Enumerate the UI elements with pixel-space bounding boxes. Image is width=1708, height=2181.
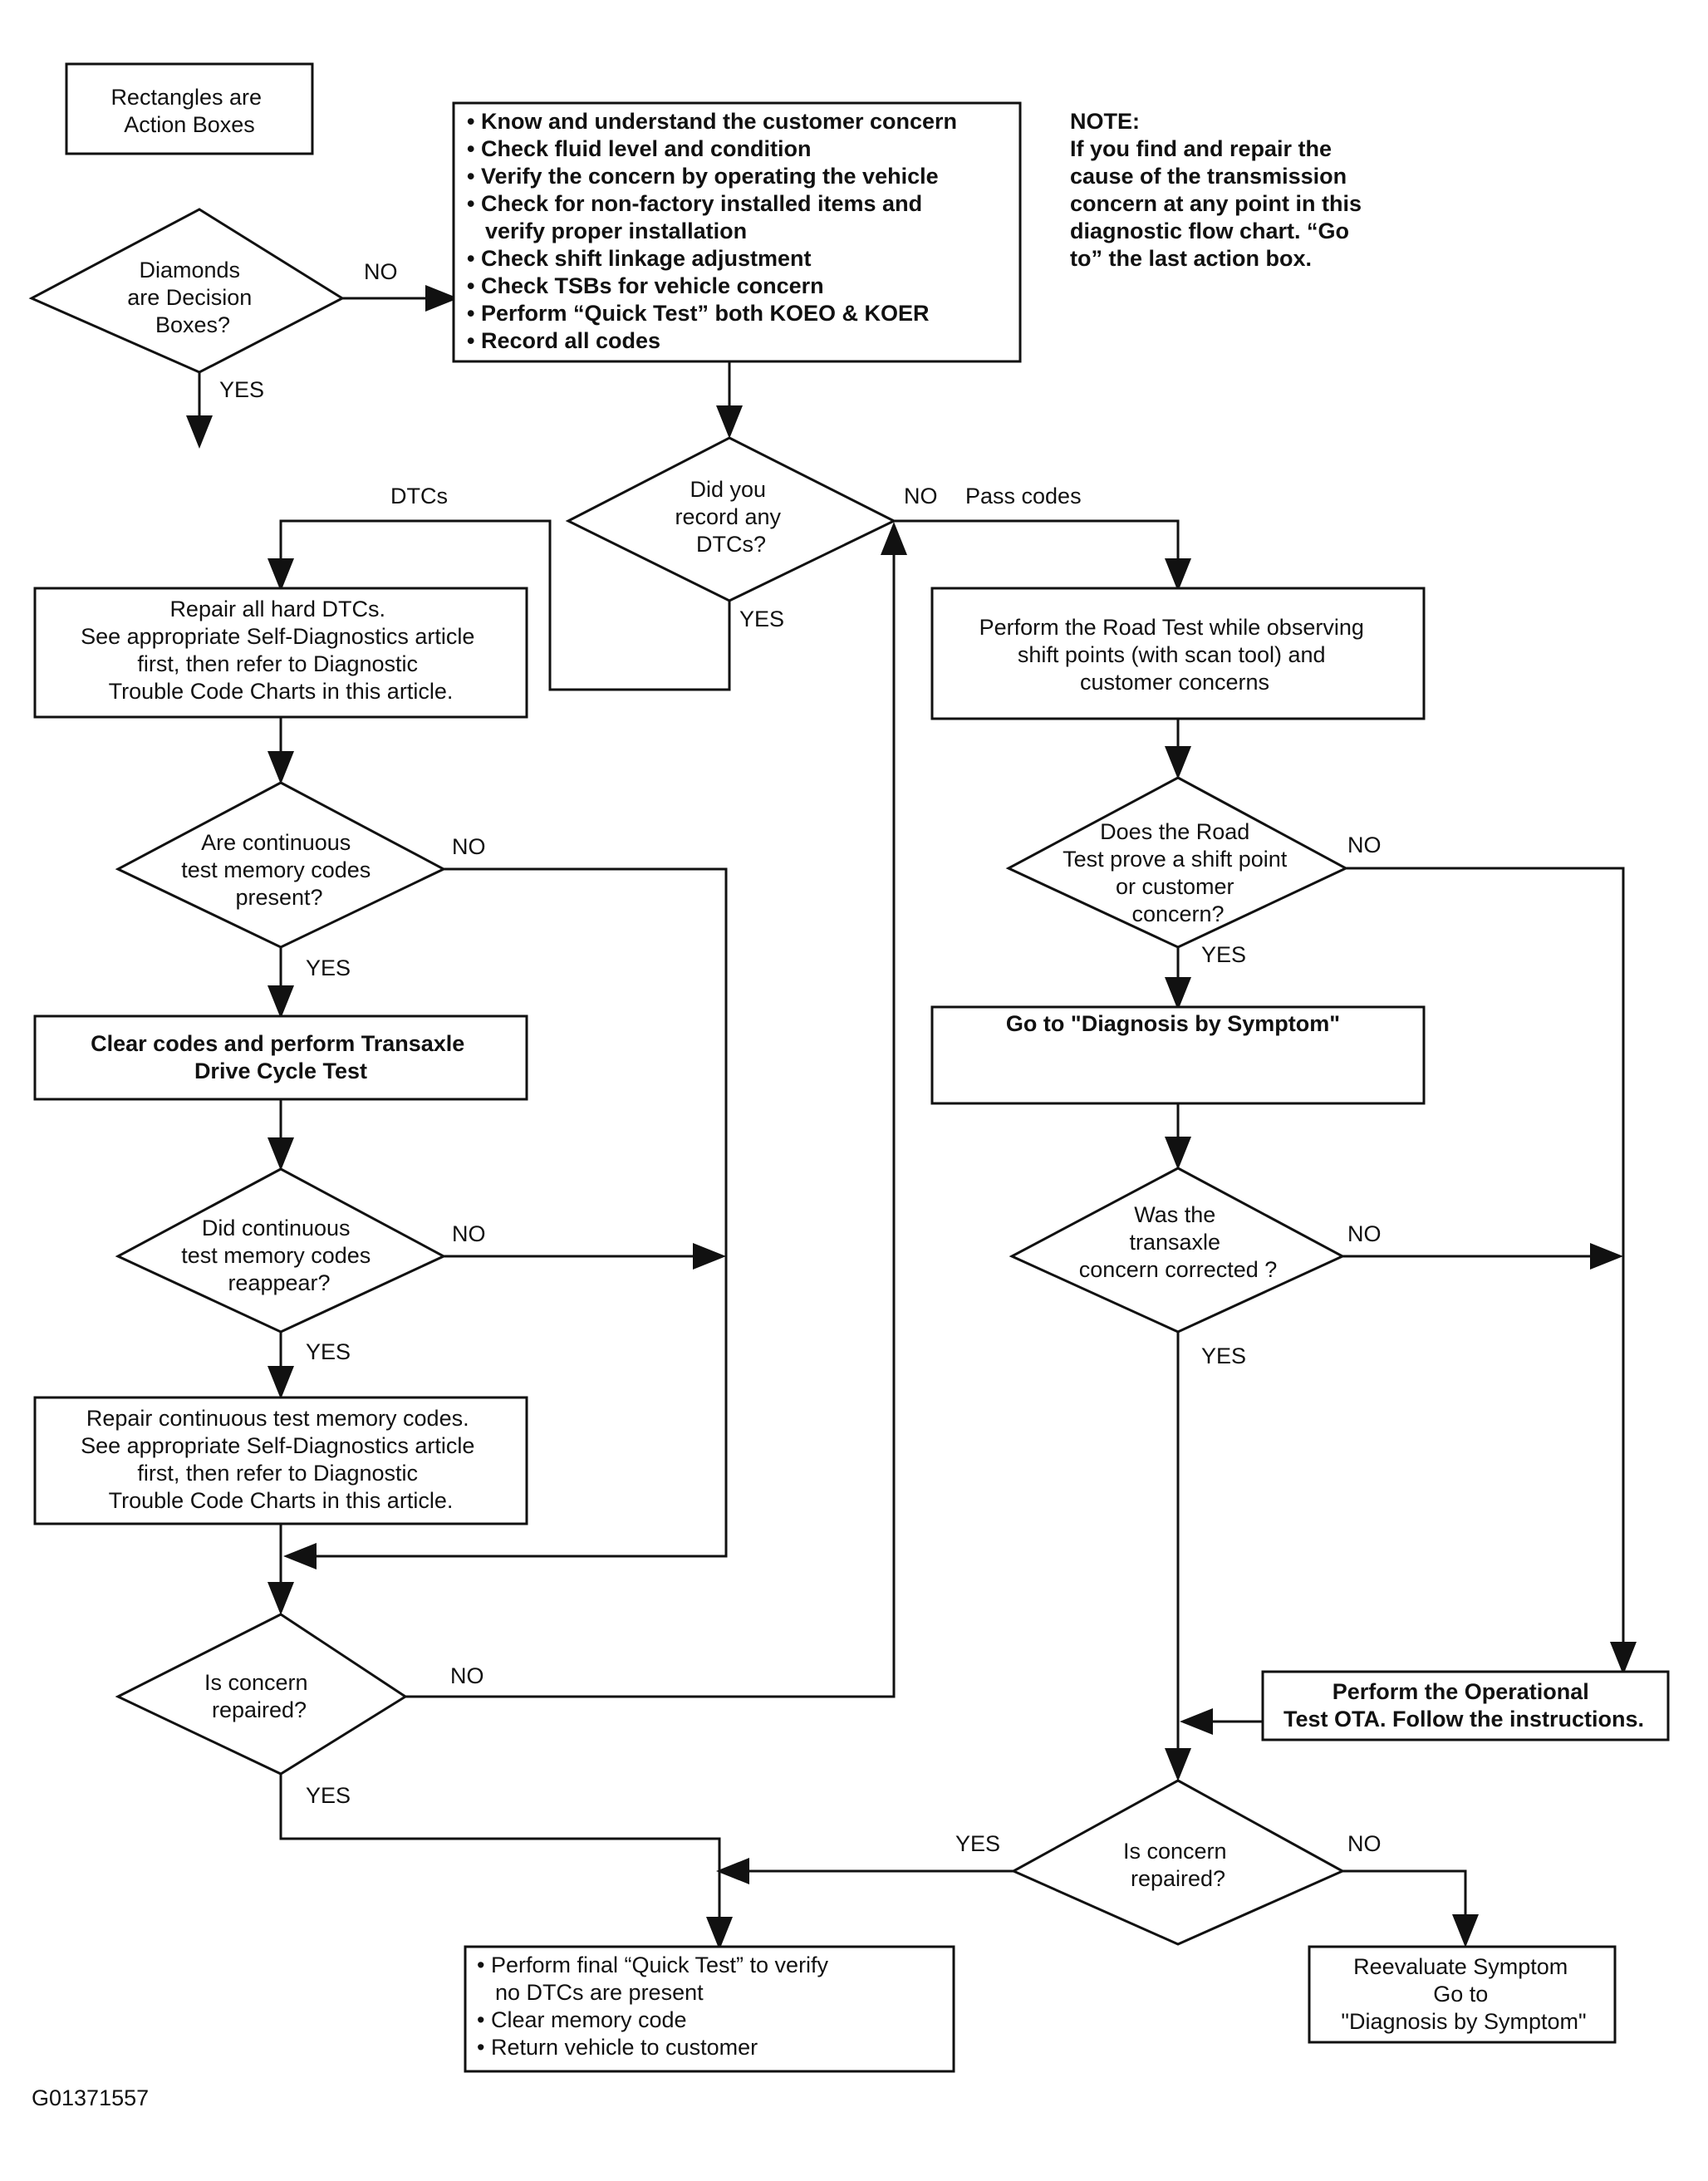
edge-repaired-left-no xyxy=(405,522,907,1698)
corrected-yes-label: YES xyxy=(1201,1343,1246,1368)
decision-road-prove: Does the Road Test prove a shift point o… xyxy=(1005,776,1382,967)
pass-codes-label: Pass codes xyxy=(965,484,1082,508)
repair-hard-rect xyxy=(33,587,528,719)
legend-diamond-label: Diamonds are Decision Boxes? xyxy=(127,258,258,337)
road-test-text: Perform the Road Test while observing sh… xyxy=(979,615,1371,695)
edge-record-no xyxy=(894,519,1191,592)
record-dtcs-no-label: NO xyxy=(904,484,938,508)
corrected-diamond xyxy=(1009,1167,1346,1334)
final-box-rect xyxy=(464,1945,955,2073)
continuous-present-diamond xyxy=(115,781,447,949)
reevaluate-text: Reevaluate Symptom Go to "Diagnosis by S… xyxy=(1341,1954,1586,2034)
action-operational-test: Perform the Operational Test OTA. Follow… xyxy=(1261,1670,1670,1741)
reappear-question: Did continuous test memory codes reappea… xyxy=(181,1216,377,1295)
road-test-rect xyxy=(930,587,1426,720)
goto-symptom-rect xyxy=(930,1005,1426,1105)
legend-rect-box xyxy=(65,62,314,155)
reappear-yes-label: YES xyxy=(306,1339,351,1364)
road-prove-question: Does the Road Test prove a shift point o… xyxy=(1063,819,1293,926)
road-prove-yes-label: YES xyxy=(1201,942,1246,967)
reevaluate-rect xyxy=(1308,1945,1617,2044)
dtcs-branch-label: DTCs xyxy=(390,484,448,508)
repair-continuous-text: Repair continuous test memory codes. See… xyxy=(81,1406,481,1513)
connectors xyxy=(186,285,1637,1950)
repaired-left-diamond xyxy=(115,1613,408,1776)
final-box-text: • Perform final “Quick Test” to verify n… xyxy=(477,1953,835,2060)
action-repair-hard-dtcs: Repair all hard DTCs. See appropriate Se… xyxy=(33,587,528,719)
edge-present-no xyxy=(283,867,728,1569)
record-dtcs-yes-label: YES xyxy=(739,607,784,631)
repaired-right-no-label: NO xyxy=(1347,1831,1382,1856)
clear-codes-text: Clear codes and perform Transaxle Drive … xyxy=(91,1031,471,1083)
legend-no-label: NO xyxy=(364,259,398,284)
repair-hard-text: Repair all hard DTCs. See appropriate Se… xyxy=(81,597,481,704)
record-dtcs-question: Did you record any DTCs? xyxy=(675,477,787,557)
record-dtcs-diamond xyxy=(565,436,897,602)
legend-diamond xyxy=(28,208,346,374)
start-action-box: • Know and understand the customer conce… xyxy=(452,101,1022,363)
repaired-right-yes-label: YES xyxy=(955,1831,1000,1856)
legend: Rectangles are Action Boxes Diamonds are… xyxy=(28,62,398,402)
legend-rect-label: Rectangles are Action Boxes xyxy=(110,85,267,137)
reappear-no-label: NO xyxy=(452,1221,486,1246)
note-text: NOTE: If you find and repair the cause o… xyxy=(1070,109,1368,271)
continuous-present-yes-label: YES xyxy=(306,955,351,980)
action-reevaluate: Reevaluate Symptom Go to "Diagnosis by S… xyxy=(1308,1945,1617,2044)
note: NOTE: If you find and repair the cause o… xyxy=(1070,109,1368,271)
repair-continuous-rect xyxy=(33,1396,528,1525)
start-box-text: • Know and understand the customer conce… xyxy=(467,109,964,353)
action-clear-codes: Clear codes and perform Transaxle Drive … xyxy=(33,1014,528,1101)
decision-repaired-left: Is concern repaired? NO YES xyxy=(115,1613,484,1808)
action-repair-continuous: Repair continuous test memory codes. See… xyxy=(33,1396,528,1525)
operational-rect xyxy=(1261,1670,1670,1741)
decision-record-dtcs: Did you record any DTCs? DTCs YES NO Pas… xyxy=(390,436,1082,631)
road-prove-no-label: NO xyxy=(1347,833,1382,857)
operational-text: Perform the Operational Test OTA. Follow… xyxy=(1283,1679,1644,1732)
legend-yes-label: YES xyxy=(219,377,264,402)
figure-id: G01371557 xyxy=(32,2085,149,2110)
decision-reappear: Did continuous test memory codes reappea… xyxy=(115,1167,486,1364)
action-road-test: Perform the Road Test while observing sh… xyxy=(930,587,1426,720)
clear-codes-rect xyxy=(33,1014,528,1101)
action-goto-symptom: Go to "Diagnosis by Symptom" xyxy=(930,1005,1426,1105)
edge-repaired-left-yes xyxy=(279,1774,733,1950)
edge-repaired-right-no xyxy=(1342,1869,1479,1948)
continuous-present-no-label: NO xyxy=(452,834,486,859)
start-box-rect xyxy=(452,101,1022,363)
repaired-left-question: Is concern repaired? xyxy=(204,1670,314,1722)
repaired-left-no-label: NO xyxy=(450,1663,484,1688)
decision-corrected: Was the transaxle concern corrected ? NO… xyxy=(1009,1167,1382,1368)
road-prove-diamond xyxy=(1005,776,1349,949)
corrected-question: Was the transaxle concern corrected ? xyxy=(1079,1202,1278,1282)
repaired-left-yes-label: YES xyxy=(306,1783,351,1808)
edge-prove-no xyxy=(1346,867,1637,1675)
repaired-right-question: Is concern repaired? xyxy=(1123,1839,1233,1891)
edge-record-yes xyxy=(267,519,731,691)
continuous-present-question: Are continuous test memory codes present… xyxy=(181,830,377,910)
corrected-no-label: NO xyxy=(1347,1221,1382,1246)
reappear-diamond xyxy=(115,1167,447,1334)
goto-symptom-text: Go to "Diagnosis by Symptom" xyxy=(1006,1011,1340,1036)
action-final-box: • Perform final “Quick Test” to verify n… xyxy=(464,1945,955,2073)
decision-repaired-right: Is concern repaired? NO YES xyxy=(955,1779,1382,1946)
decision-continuous-present: Are continuous test memory codes present… xyxy=(115,781,486,980)
repaired-right-diamond xyxy=(1010,1779,1346,1946)
